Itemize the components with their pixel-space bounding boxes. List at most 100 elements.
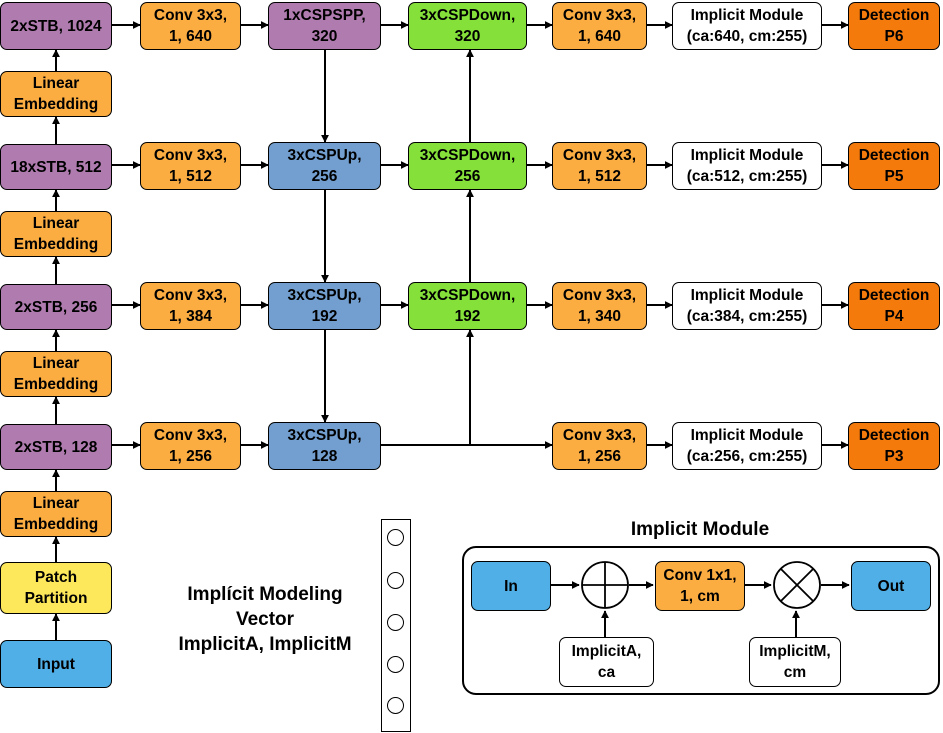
cspspp-line1: 1xCSPSPP, [283, 7, 366, 24]
conv-512-line1: Conv 3x3, [153, 147, 228, 164]
implicit-in-label: In [504, 577, 518, 595]
implicit-a-line1: ImplicitA, [571, 643, 642, 660]
cspdown-192-line1: 3xCSPDown, [419, 287, 516, 304]
linear-embedding-4-line1: Linear [32, 75, 80, 92]
head-conv-p5-line1: Conv 3x3, [562, 147, 637, 164]
conv-640-line1: Conv 3x3, [153, 7, 228, 24]
implicit-p5-line2: (ca:512, cm:255) [686, 168, 808, 185]
cspup-192-line1: 3xCSPUp, [287, 287, 362, 304]
cspdown-256-line1: 3xCSPDown, [419, 147, 516, 164]
cspdown-192-block: 3xCSPDown, 192 [408, 282, 527, 330]
conv-640-line2: 1, 640 [168, 28, 213, 45]
implicit-p5-line1: Implicit Module [690, 147, 804, 164]
detection-p6-line2: P6 [884, 28, 904, 45]
cspdown-320-block: 3xCSPDown, 320 [408, 2, 527, 50]
implicit-module-p4: Implicit Module (ca:384, cm:255) [672, 282, 822, 330]
vector-caption-line1: Implícit Modeling [187, 584, 343, 605]
conv-256-line1: Conv 3x3, [153, 427, 228, 444]
implicit-m-line1: ImplicitM, [759, 643, 831, 660]
implicit-p6-line2: (ca:640, cm:255) [686, 28, 808, 45]
stb-256-block: 2xSTB, 256 [0, 284, 112, 330]
implicit-conv-line1: Conv 1x1, [663, 567, 737, 584]
stb-128-block: 2xSTB, 128 [0, 424, 112, 470]
head-conv-p3-line1: Conv 3x3, [562, 427, 637, 444]
detection-p3-line2: P3 [884, 448, 904, 465]
cspdown-256-block: 3xCSPDown, 256 [408, 142, 527, 190]
stb-128-label: 2xSTB, 128 [14, 438, 98, 456]
multiply-operator-icon [773, 561, 821, 609]
implicit-a-block: ImplicitA, ca [559, 637, 654, 687]
detection-p6: Detection P6 [848, 2, 940, 50]
vector-caption-line3: ImplicitA, ImplicitM [178, 634, 352, 655]
linear-embedding-3-line2: Embedding [13, 236, 99, 253]
conv-256-block: Conv 3x3, 1, 256 [140, 422, 241, 470]
cspspp-block: 1xCSPSPP, 320 [268, 2, 381, 50]
linear-embedding-block-4: Linear Embedding [0, 71, 112, 117]
detection-p3-line1: Detection [858, 427, 930, 444]
conv-256-line2: 1, 256 [168, 448, 213, 465]
cspup-128-block: 3xCSPUp, 128 [268, 422, 381, 470]
detection-p3: Detection P3 [848, 422, 940, 470]
conv-512-line2: 1, 512 [168, 168, 213, 185]
head-conv-p6-line2: 1, 640 [577, 28, 622, 45]
linear-embedding-4-line2: Embedding [13, 96, 99, 113]
implicit-out-label: Out [877, 577, 905, 595]
implicit-a-line2: ca [597, 664, 616, 681]
detection-p5: Detection P5 [848, 142, 940, 190]
detection-p4: Detection P4 [848, 282, 940, 330]
cspup-128-line2: 128 [311, 448, 338, 465]
implicit-in-block: In [471, 561, 551, 611]
detection-p4-line2: P4 [884, 308, 904, 325]
implicit-module-p5: Implicit Module (ca:512, cm:255) [672, 142, 822, 190]
head-conv-p4-line1: Conv 3x3, [562, 287, 637, 304]
linear-embedding-1-line2: Embedding [13, 516, 99, 533]
stb-256-label: 2xSTB, 256 [14, 298, 98, 316]
detection-p5-line2: P5 [884, 168, 904, 185]
cspup-192-line2: 192 [311, 308, 338, 325]
linear-embedding-block-2: Linear Embedding [0, 351, 112, 397]
head-conv-p3-block: Conv 3x3, 1, 256 [552, 422, 647, 470]
detection-p4-line1: Detection [858, 287, 930, 304]
cspup-256-block: 3xCSPUp, 256 [268, 142, 381, 190]
head-conv-p6-block: Conv 3x3, 1, 640 [552, 2, 647, 50]
conv-384-block: Conv 3x3, 1, 384 [140, 282, 241, 330]
implicit-module-p6: Implicit Module (ca:640, cm:255) [672, 2, 822, 50]
stb-512-block: 18xSTB, 512 [0, 144, 112, 190]
detection-p5-line1: Detection [858, 147, 930, 164]
implicit-out-block: Out [851, 561, 931, 611]
cspup-128-line1: 3xCSPUp, [287, 427, 362, 444]
conv-640-block: Conv 3x3, 1, 640 [140, 2, 241, 50]
cspdown-192-line2: 192 [454, 308, 481, 325]
vector-element [387, 572, 404, 589]
implicit-p3-line1: Implicit Module [690, 427, 804, 444]
linear-embedding-3-line1: Linear [32, 215, 80, 232]
implicit-module-frame [462, 546, 940, 695]
input-label: Input [37, 655, 75, 673]
implicit-module-title: Implicit Module [630, 519, 770, 540]
vector-element [387, 529, 404, 546]
linear-embedding-2-line2: Embedding [13, 376, 99, 393]
vector-element [387, 697, 404, 714]
implicit-conv-line2: 1, cm [680, 588, 720, 605]
linear-embedding-1-line1: Linear [32, 495, 80, 512]
head-conv-p3-line2: 1, 256 [577, 448, 622, 465]
cspspp-line2: 320 [311, 28, 338, 45]
vector-element [387, 656, 404, 673]
head-conv-p4-line2: 1, 340 [577, 308, 622, 325]
cspdown-256-line2: 256 [454, 168, 481, 185]
implicit-p4-line1: Implicit Module [690, 287, 804, 304]
implicit-conv-block: Conv 1x1, 1, cm [655, 561, 745, 611]
implicit-m-line2: cm [783, 664, 807, 681]
vector-caption: Implícit Modeling Vector ImplicitA, Impl… [160, 582, 370, 657]
implicit-m-block: ImplicitM, cm [749, 637, 841, 687]
linear-embedding-2-line1: Linear [32, 355, 80, 372]
head-conv-p6-line1: Conv 3x3, [562, 7, 637, 24]
head-conv-p5-line2: 1, 512 [577, 168, 622, 185]
vector-element [387, 614, 404, 631]
cspup-192-block: 3xCSPUp, 192 [268, 282, 381, 330]
implicit-module-p3: Implicit Module (ca:256, cm:255) [672, 422, 822, 470]
cspdown-320-line1: 3xCSPDown, [419, 7, 516, 24]
implicit-p3-line2: (ca:256, cm:255) [686, 448, 808, 465]
detection-p6-line1: Detection [858, 7, 930, 24]
implicit-p4-line2: (ca:384, cm:255) [686, 308, 808, 325]
